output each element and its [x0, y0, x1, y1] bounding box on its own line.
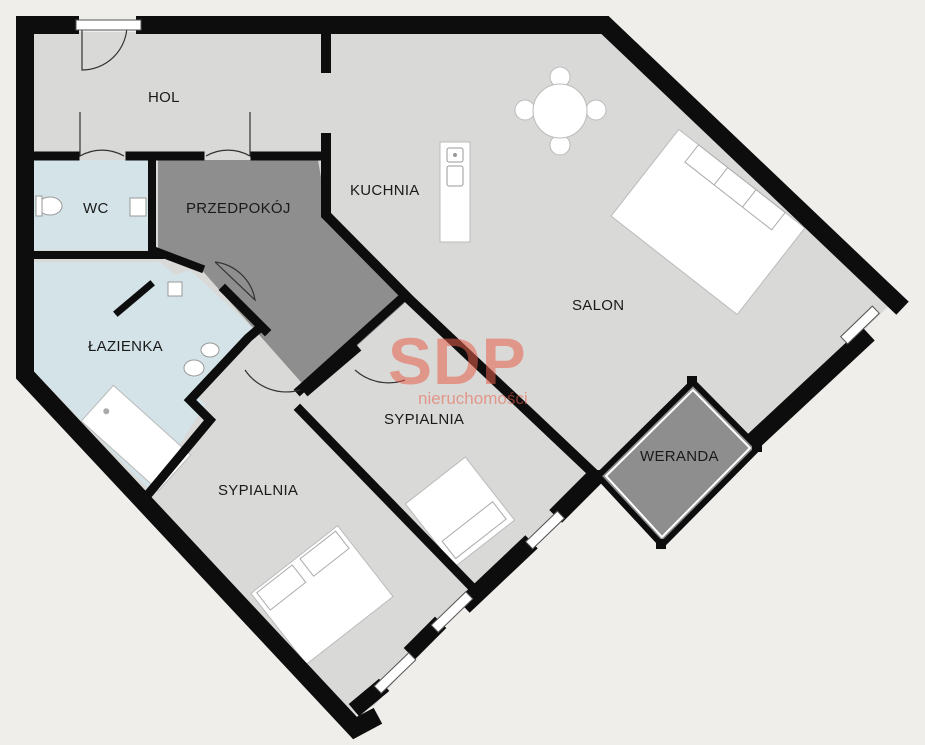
room-label-salon: SALON: [572, 297, 624, 314]
wc-door-icon: [79, 112, 125, 158]
outer-wall-right: [747, 327, 875, 448]
single-bed-icon: [404, 456, 516, 568]
entrance-door-icon: [81, 24, 128, 71]
room-label-lazienka: ŁAZIENKA: [88, 338, 163, 355]
double-bed-icon: [250, 524, 394, 666]
watermark-brand: SDP: [388, 324, 527, 398]
room-label-weranda: WERANDA: [640, 448, 719, 465]
window-icon: [839, 305, 881, 345]
kitchen-island-icon: [439, 141, 471, 243]
outer-wall: [15, 16, 383, 740]
furniture: [35, 66, 806, 666]
hallway-floor: [158, 160, 408, 390]
bedroom-door-icon: [244, 369, 301, 393]
room-label-hol: HOL: [148, 89, 180, 106]
outer-wall-segment-2: [403, 616, 447, 660]
bathtub-icon: [80, 384, 192, 492]
doors: [79, 24, 406, 393]
outer-wall-segment-4: [549, 467, 605, 523]
watermark: SDP nieruchomości: [388, 324, 528, 408]
watermark-tagline: nieruchomości: [418, 389, 528, 408]
window-icon: [524, 510, 566, 550]
room-labels: HOL WC PRZEDPOKÓJ KUCHNIA SALON ŁAZIENKA…: [83, 89, 719, 499]
window-icon: [373, 652, 417, 694]
toilet-icon: [167, 281, 220, 377]
room-label-sypialnia-1: SYPIALNIA: [218, 482, 298, 499]
room-label-kuchnia: KUCHNIA: [350, 182, 420, 199]
outer-wall-top: [136, 16, 909, 315]
outer-wall-segment: [348, 678, 390, 717]
room-label-sypialnia-2: SYPIALNIA: [384, 411, 464, 428]
walls: [15, 16, 909, 740]
bedroom2-door-icon: [354, 369, 406, 384]
room-label-przedpokoj: PRZEDPOKÓJ: [186, 200, 291, 217]
outer-wall-segment-3: [457, 535, 538, 613]
window-icon: [75, 19, 142, 31]
wc-toilet-icon: [35, 195, 147, 217]
veranda-floor: [598, 382, 758, 545]
bathroom-floor: [34, 262, 255, 490]
veranda-railing: [592, 376, 763, 550]
sofa-icon: [610, 128, 806, 316]
window-icon: [430, 591, 474, 633]
windows: [75, 19, 881, 694]
bathroom-door-icon: [214, 261, 256, 302]
dining-table-icon: [514, 66, 607, 156]
hall-door-icon: [205, 112, 251, 158]
room-label-wc: WC: [83, 200, 109, 217]
